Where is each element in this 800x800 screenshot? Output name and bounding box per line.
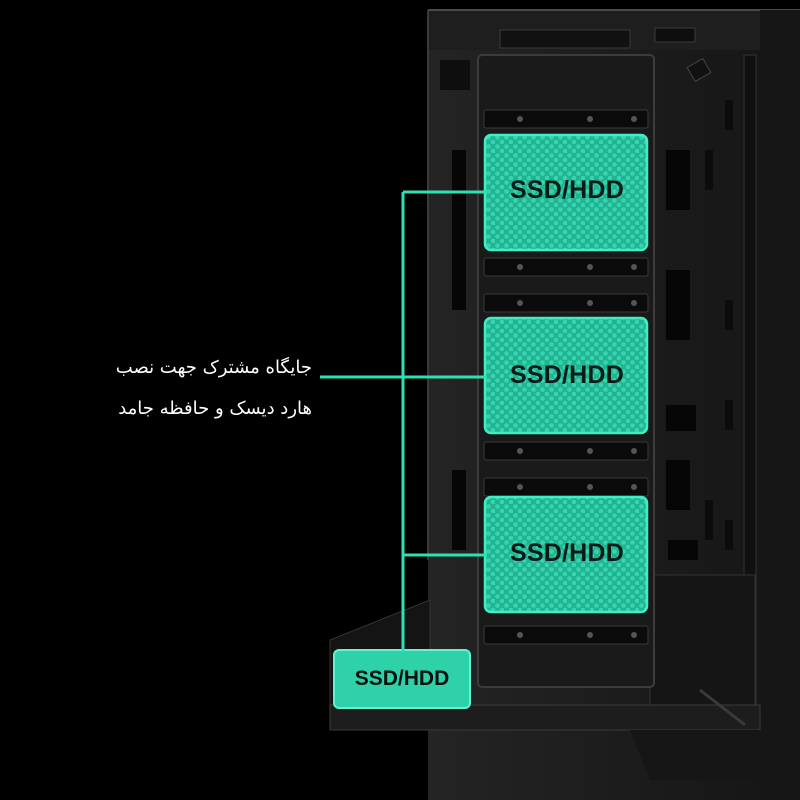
drive-bay-3 [483,495,649,614]
bay-2-label: SSD/HDD [510,361,624,389]
callout-text-line-1: جایگاه مشترک جهت نصب [115,357,312,378]
callout-text-line-2: هارد دیسک و حافظه جامد [118,398,312,419]
drive-bay-2 [483,316,649,435]
bottom-bay-label: SSD/HDD [354,667,450,690]
bay-1-label: SSD/HDD [510,176,624,204]
callout-lines [320,190,487,652]
drive-bay-1 [483,133,649,252]
bay-3-label: SSD/HDD [510,539,624,567]
